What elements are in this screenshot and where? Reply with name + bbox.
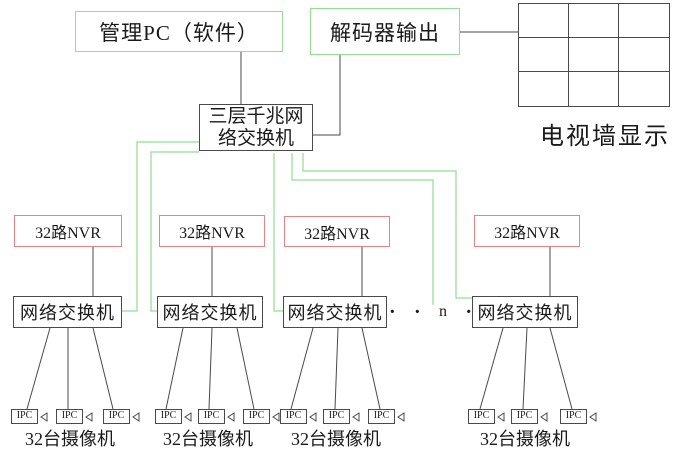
ellipsis-n-label: n bbox=[439, 303, 447, 320]
switch1-ipc-fan-right bbox=[92, 327, 114, 410]
ipc-box: IPC bbox=[323, 409, 350, 424]
access-switch-node-4: 网络交换机 bbox=[472, 296, 578, 328]
nvr-node-3: 32路NVR bbox=[284, 216, 390, 247]
core-to-switch2-trunk bbox=[150, 151, 199, 312]
mgmt-pc-node: 管理PC（软件） bbox=[75, 11, 283, 52]
tv-wall-label: 电视墙显示 bbox=[540, 124, 670, 150]
switch1-ipc-fan-left bbox=[26, 327, 51, 410]
core-to-ellipsis-trunk bbox=[291, 153, 434, 305]
green-trunk-connectors bbox=[122, 141, 472, 312]
nvr-label: 32路NVR bbox=[179, 225, 245, 242]
camera-lens-icon bbox=[85, 411, 93, 422]
nvr-node-2: 32路NVR bbox=[159, 215, 265, 247]
nvr-label: 32路NVR bbox=[494, 225, 560, 242]
switch2-ipc-fan-right bbox=[236, 327, 255, 410]
ipc-box: IPC bbox=[155, 409, 182, 424]
switch2-ipc-fan-mid bbox=[208, 327, 213, 410]
switch2-ipc-fan-left bbox=[165, 327, 184, 410]
ipc-box: IPC bbox=[511, 409, 538, 424]
tv-wall-grid bbox=[518, 3, 670, 107]
camera-lens-icon bbox=[540, 411, 548, 422]
ellipsis-dot: · bbox=[465, 301, 472, 323]
nvr-label: 32路NVR bbox=[35, 225, 101, 242]
ipc-box: IPC bbox=[468, 409, 495, 424]
tv-cell bbox=[569, 72, 619, 106]
access-switch-node-2: 网络交换机 bbox=[157, 296, 263, 328]
camera-lens-icon bbox=[184, 411, 192, 422]
ipc-camera: IPC bbox=[11, 409, 48, 424]
ellipsis-dot: · bbox=[414, 301, 421, 323]
ipc-camera: IPC bbox=[155, 409, 192, 424]
switch4-ipc-fan-mid bbox=[522, 327, 528, 410]
tv-cell bbox=[619, 4, 669, 38]
ipc-camera: IPC bbox=[280, 409, 317, 424]
tv-cell bbox=[519, 38, 569, 72]
ellipsis-dot: · bbox=[389, 301, 396, 323]
decoder-label: 解码器输出 bbox=[330, 20, 440, 45]
core-to-switch3-trunk bbox=[273, 153, 283, 312]
camera-lens-icon bbox=[309, 411, 317, 422]
ipc-camera: IPC bbox=[468, 409, 505, 424]
core-to-switch4-trunk bbox=[302, 153, 472, 299]
ipc-box: IPC bbox=[280, 409, 307, 424]
switch3-ipc-fan-left bbox=[290, 327, 314, 410]
access-switch-label: 网络交换机 bbox=[162, 303, 258, 323]
camera-lens-icon bbox=[227, 411, 235, 422]
tv-cell bbox=[519, 72, 569, 106]
camera-count-label-1: 32台摄像机 bbox=[25, 429, 115, 449]
ipc-camera: IPC bbox=[560, 409, 597, 424]
mgmt-pc-label: 管理PC（软件） bbox=[99, 20, 259, 45]
ipc-box: IPC bbox=[560, 409, 587, 424]
switch4-ipc-fan-right bbox=[549, 327, 573, 410]
nvr-label: 32路NVR bbox=[304, 225, 370, 243]
decoder-to-core-line bbox=[313, 55, 341, 136]
ipc-box: IPC bbox=[368, 409, 395, 424]
camera-lens-icon bbox=[397, 411, 405, 422]
tv-cell bbox=[569, 4, 619, 38]
ipc-box: IPC bbox=[198, 409, 225, 424]
camera-count-label-4: 32台摄像机 bbox=[480, 429, 570, 449]
camera-lens-icon bbox=[40, 411, 48, 422]
core-switch-label-line1: 三层千兆网 bbox=[208, 105, 304, 127]
tv-cell bbox=[619, 38, 669, 72]
more-groups-ellipsis: · · n · bbox=[389, 301, 472, 323]
ipc-camera: IPC bbox=[243, 409, 280, 424]
decoder-node: 解码器输出 bbox=[310, 8, 460, 55]
nvr-node-4: 32路NVR bbox=[474, 215, 580, 247]
tv-cell bbox=[619, 72, 669, 106]
switch4-ipc-fan-left bbox=[479, 327, 504, 410]
nvr-node-1: 32路NVR bbox=[14, 215, 122, 247]
ipc-camera: IPC bbox=[368, 409, 405, 424]
tv-cell bbox=[569, 38, 619, 72]
ipc-box: IPC bbox=[103, 409, 130, 424]
black-connectors bbox=[26, 31, 573, 410]
switch3-ipc-fan-mid bbox=[334, 327, 339, 410]
ipc-camera: IPC bbox=[103, 409, 140, 424]
camera-lens-icon bbox=[589, 411, 597, 422]
core-switch-label-line2: 络交换机 bbox=[217, 127, 294, 149]
camera-count-label-2: 32台摄像机 bbox=[163, 429, 253, 449]
access-switch-label: 网络交换机 bbox=[287, 303, 383, 323]
ipc-box: IPC bbox=[243, 409, 270, 424]
core-to-switch1-trunk bbox=[122, 141, 199, 312]
ipc-camera: IPC bbox=[323, 409, 360, 424]
ipc-box: IPC bbox=[11, 409, 38, 424]
core-switch-node: 三层千兆网 络交换机 bbox=[199, 104, 313, 151]
ipc-box: IPC bbox=[56, 409, 83, 424]
camera-lens-icon bbox=[352, 411, 360, 422]
access-switch-node-1: 网络交换机 bbox=[13, 296, 122, 328]
access-switch-label: 网络交换机 bbox=[20, 303, 115, 323]
camera-lens-icon bbox=[132, 411, 140, 422]
tv-cell bbox=[519, 4, 569, 38]
camera-lens-icon bbox=[272, 411, 280, 422]
ipc-camera: IPC bbox=[56, 409, 93, 424]
camera-count-label-3: 32台摄像机 bbox=[291, 429, 381, 449]
ipc-camera: IPC bbox=[198, 409, 235, 424]
ipc-camera: IPC bbox=[511, 409, 548, 424]
access-switch-node-3: 网络交换机 bbox=[283, 296, 387, 328]
switch3-ipc-fan-right bbox=[361, 327, 381, 410]
camera-lens-icon bbox=[497, 411, 505, 422]
access-switch-label: 网络交换机 bbox=[477, 303, 573, 323]
